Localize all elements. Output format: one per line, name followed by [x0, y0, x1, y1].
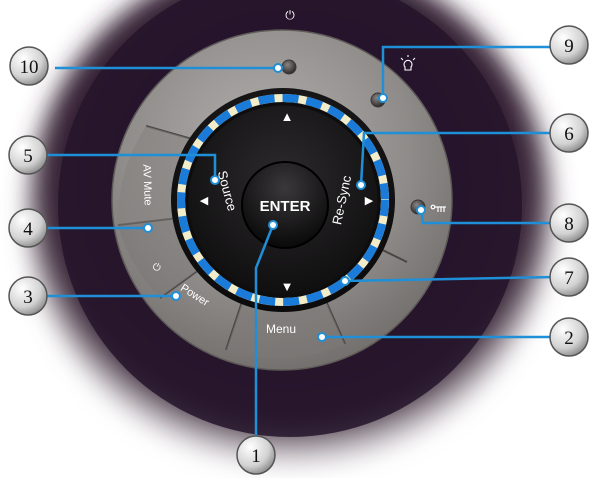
svg-text:4: 4	[23, 219, 33, 240]
right-arrow-icon[interactable]: ▶	[365, 195, 374, 207]
av-mute-label: AV Mute	[140, 164, 153, 206]
svg-text:2: 2	[564, 328, 574, 349]
indicator-ring-dashes	[177, 94, 389, 306]
svg-text:5: 5	[23, 146, 33, 167]
svg-text:10: 10	[20, 57, 39, 78]
svg-text:3: 3	[23, 287, 33, 308]
callout-9: 9	[549, 25, 589, 65]
svg-text:1: 1	[251, 446, 261, 467]
svg-text:6: 6	[564, 124, 574, 145]
callout-3: 3	[8, 276, 48, 316]
callout-7: 7	[549, 257, 589, 297]
leader-6	[359, 131, 555, 186]
temperature-key-icon	[430, 204, 446, 212]
left-arrow-icon[interactable]: ◀	[200, 195, 209, 207]
enter-label: ENTER	[260, 198, 311, 215]
lamp-icon	[400, 55, 416, 71]
callout-5: 5	[8, 135, 48, 175]
leader-endpoints	[143, 63, 426, 342]
svg-text:8: 8	[564, 214, 574, 235]
svg-text:9: 9	[564, 36, 574, 57]
leader-lines	[44, 45, 556, 436]
callout-4: 4	[8, 208, 48, 248]
down-arrow-icon[interactable]: ▼	[281, 279, 294, 294]
power-top-icon: ⏻	[285, 8, 295, 22]
enter-button[interactable]	[241, 161, 329, 249]
power-led-icon	[281, 59, 297, 75]
callout-1: 1	[236, 435, 276, 475]
leader-5	[44, 153, 217, 180]
leader-7	[344, 275, 556, 283]
callout-10: 10	[9, 46, 49, 86]
callout-badges: 10 9 6 5 8 4 7 3 2 1	[8, 25, 589, 475]
leader-9	[381, 45, 555, 98]
callout-2: 2	[549, 317, 589, 357]
leader-1	[254, 224, 275, 436]
menu-label: Menu	[266, 322, 296, 336]
callout-6: 6	[549, 113, 589, 153]
svg-text:7: 7	[564, 268, 574, 289]
up-arrow-icon[interactable]: ▲	[281, 109, 294, 124]
callout-8: 8	[549, 203, 589, 243]
